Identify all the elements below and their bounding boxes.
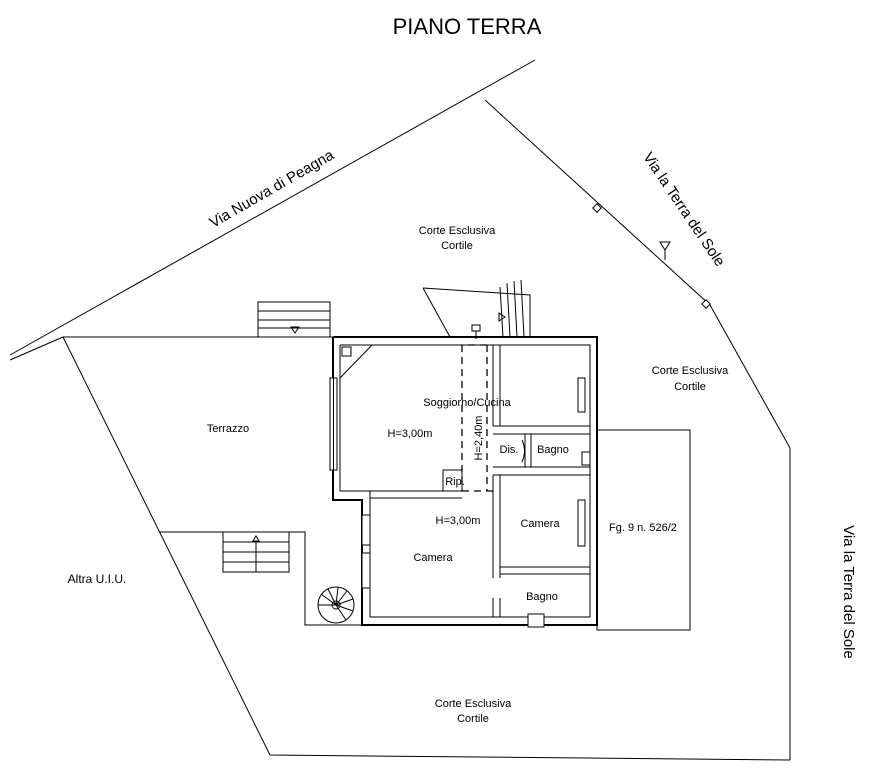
rip-label: Rip. bbox=[445, 476, 465, 488]
stairs-north bbox=[257, 301, 331, 338]
dis-label: Dis. bbox=[500, 444, 519, 456]
camera-right-label: Camera bbox=[520, 518, 560, 530]
spiral-stair bbox=[317, 586, 355, 624]
corte-north-line1: Corte Esclusiva bbox=[419, 225, 496, 237]
building-walls bbox=[332, 336, 598, 626]
corridor-height: H=2,40m bbox=[473, 416, 485, 461]
corte-south-line1: Corte Esclusiva bbox=[435, 698, 512, 710]
road-north-label: Via Nuova di Peagna bbox=[207, 146, 338, 231]
bagno-lower-label: Bagno bbox=[526, 591, 558, 603]
corte-east-line2: Cortile bbox=[674, 381, 706, 393]
entrance-area bbox=[422, 279, 531, 339]
parcel-outline bbox=[596, 429, 691, 631]
soggiorno-height: H=3,00m bbox=[388, 428, 433, 440]
property-boundary bbox=[9, 59, 791, 761]
road-east-upper-label: Via la Terra del Sole bbox=[639, 149, 728, 269]
corte-east-line1: Corte Esclusiva bbox=[652, 365, 729, 377]
camera-left-label: Camera bbox=[413, 552, 453, 564]
camera-left-height: H=3,00m bbox=[436, 515, 481, 527]
bagno-upper-label: Bagno bbox=[537, 444, 569, 456]
parcel-label: Fg. 9 n. 526/2 bbox=[609, 522, 677, 534]
road-east-lower-label: Via la Terra del Sole bbox=[840, 525, 857, 659]
corte-south-line2: Cortile bbox=[457, 713, 489, 725]
corte-north-line2: Cortile bbox=[441, 240, 473, 252]
plan-title: PIANO TERRA bbox=[393, 14, 542, 39]
windows bbox=[329, 377, 591, 628]
terrace-outline bbox=[160, 531, 362, 626]
terrazzo-label: Terrazzo bbox=[207, 423, 249, 435]
soggiorno-label: Soggiorno/Cucina bbox=[423, 397, 511, 409]
altra-uiu-label: Altra U.I.U. bbox=[68, 572, 127, 586]
